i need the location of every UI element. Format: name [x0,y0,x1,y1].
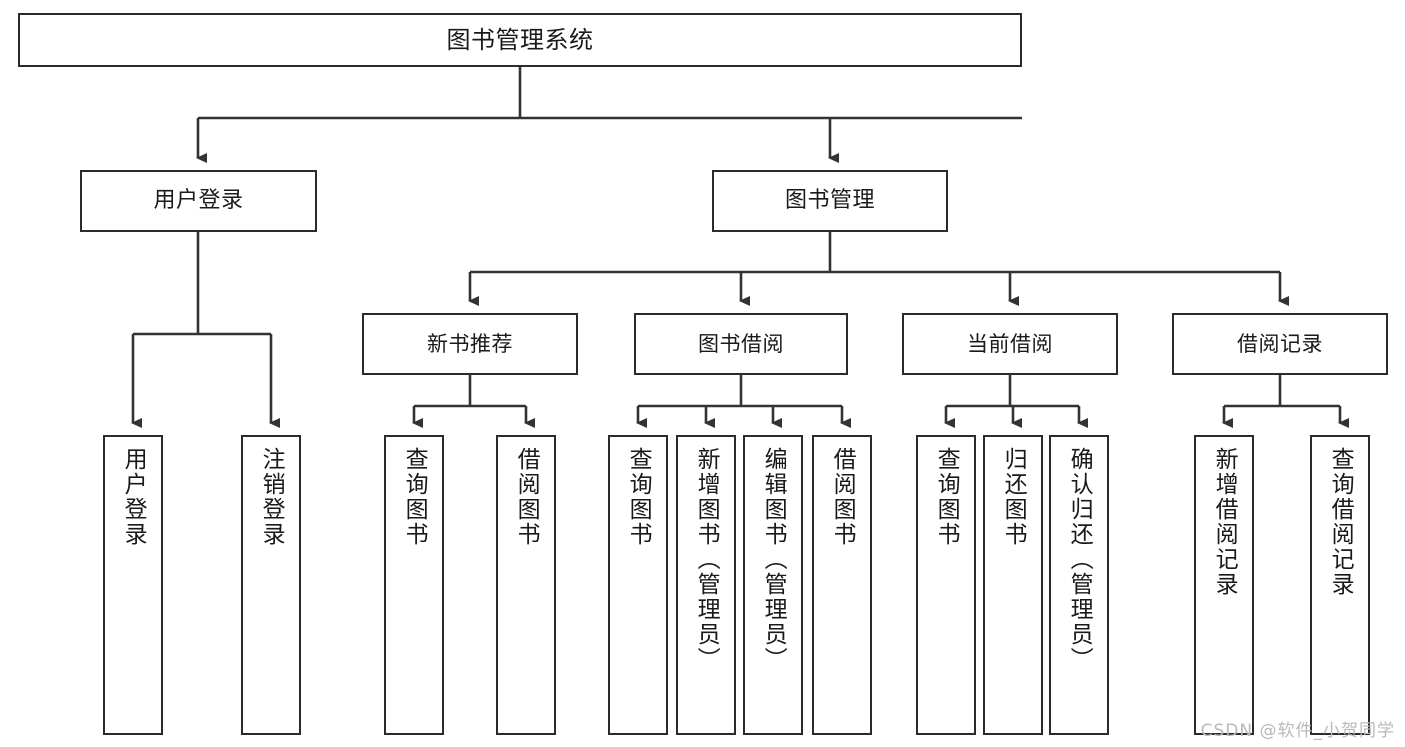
node-label: 编辑图书（管理员） [760,447,787,672]
leaf-query-book-recommend[interactable]: 查询图书 [384,435,444,735]
node-label: 新增借阅记录 [1211,447,1238,597]
node-label: 新书推荐 [427,331,513,356]
node-label: 图书管理系统 [446,26,594,54]
node-label: 查询图书 [625,447,652,547]
leaf-confirm-return-admin[interactable]: 确认归还（管理员） [1049,435,1109,735]
leaf-borrow-book-recommend[interactable]: 借阅图书 [496,435,556,735]
node-label: 归还图书 [1000,447,1027,547]
node-label: 当前借阅 [967,331,1053,356]
leaf-query-borrow-record[interactable]: 查询借阅记录 [1310,435,1370,735]
node-root-book-management-system[interactable]: 图书管理系统 [18,13,1022,67]
leaf-return-book[interactable]: 归还图书 [983,435,1043,735]
leaf-query-book-borrow[interactable]: 查询图书 [608,435,668,735]
node-label: 查询图书 [401,447,428,547]
node-book-borrow[interactable]: 图书借阅 [634,313,848,375]
leaf-add-book-admin[interactable]: 新增图书（管理员） [676,435,736,735]
node-label: 借阅图书 [829,447,856,547]
node-current-borrow[interactable]: 当前借阅 [902,313,1118,375]
leaf-query-book-current[interactable]: 查询图书 [916,435,976,735]
node-user-login[interactable]: 用户登录 [80,170,317,232]
node-label: 查询借阅记录 [1327,447,1354,597]
leaf-borrow-book[interactable]: 借阅图书 [812,435,872,735]
node-label: 新增图书（管理员） [693,447,720,672]
node-label: 查询图书 [933,447,960,547]
leaf-add-borrow-record[interactable]: 新增借阅记录 [1194,435,1254,735]
csdn-watermark: CSDN @软件_小贺同学 [1200,721,1395,741]
node-label: 借阅图书 [513,447,540,547]
node-label: 确认归还（管理员） [1066,447,1093,672]
leaf-edit-book-admin[interactable]: 编辑图书（管理员） [743,435,803,735]
node-label: 用户登录 [120,447,147,547]
node-label: 图书管理 [784,188,875,214]
node-borrow-record[interactable]: 借阅记录 [1172,313,1388,375]
node-new-book-recommend[interactable]: 新书推荐 [362,313,578,375]
node-label: 用户登录 [153,188,244,214]
node-book-manage[interactable]: 图书管理 [712,170,948,232]
node-label: 注销登录 [258,447,285,547]
node-label: 图书借阅 [698,331,784,356]
leaf-user-logout[interactable]: 注销登录 [241,435,301,735]
node-label: 借阅记录 [1237,331,1323,356]
leaf-user-login[interactable]: 用户登录 [103,435,163,735]
